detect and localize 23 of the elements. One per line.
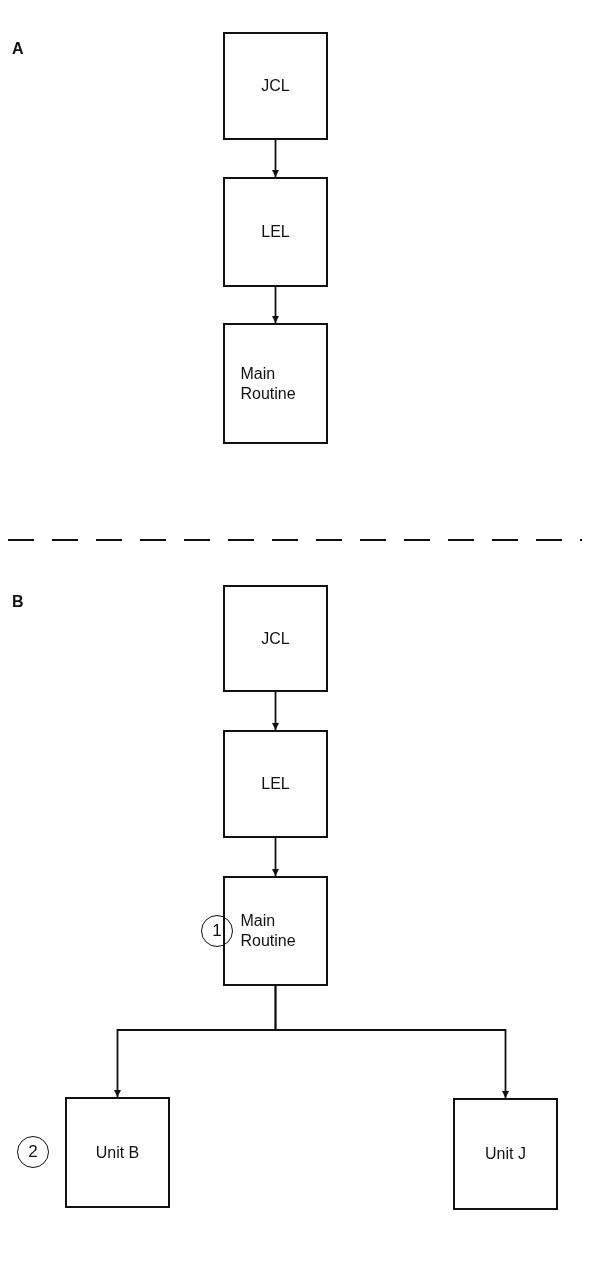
- arrow: [272, 286, 279, 324]
- box-label: Main Routine: [240, 363, 297, 404]
- box-label: Unit B: [95, 1142, 140, 1163]
- box-label: JCL: [261, 628, 290, 649]
- process-box: [223, 32, 328, 140]
- process-box: [65, 1097, 170, 1208]
- arrow: [274, 985, 509, 1099]
- box-label: LEL: [261, 774, 290, 794]
- process-box: [223, 876, 328, 986]
- process-box: [453, 1098, 558, 1210]
- box-label: Unit J: [485, 1144, 526, 1164]
- arrow: [272, 837, 279, 877]
- panel-letter: B: [12, 593, 24, 611]
- process-box: [223, 730, 328, 838]
- box-label: JCL: [261, 76, 290, 96]
- box-label: LEL: [261, 222, 290, 242]
- arrow: [272, 139, 279, 178]
- process-box: [223, 177, 328, 287]
- process-box: [223, 585, 328, 692]
- arrow: [272, 691, 279, 731]
- process-box: [223, 323, 328, 444]
- box-label: Main Routine: [240, 911, 297, 951]
- panel-letter: A: [12, 40, 24, 58]
